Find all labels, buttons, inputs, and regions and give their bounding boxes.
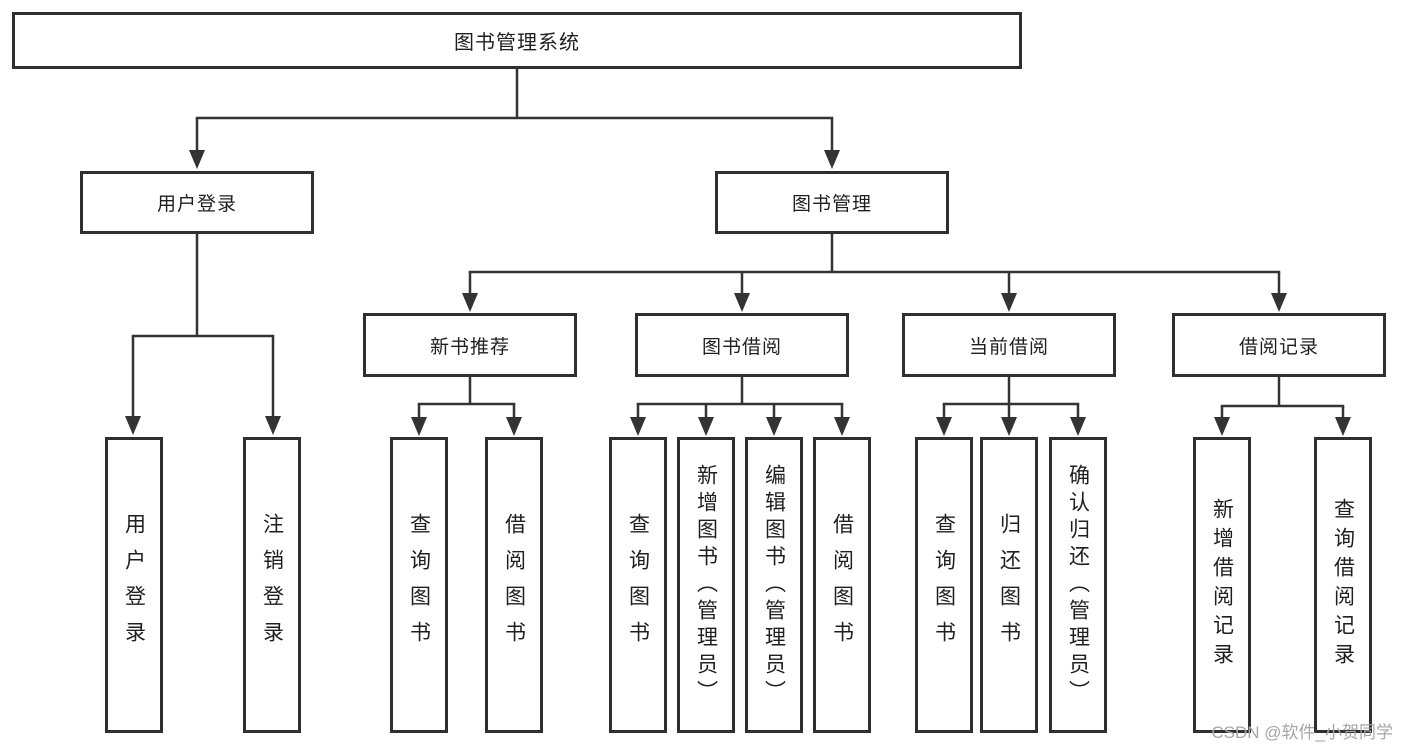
node-label: 新书推荐 (429, 336, 510, 358)
leaf-label: 注销登录 (260, 513, 284, 657)
node-label: 借阅记录 (1238, 336, 1319, 358)
node-book-borrowing: 图书借阅 (635, 313, 849, 377)
leaf-label: 查询图书 (407, 513, 431, 657)
csdn-watermark: CSDN @软件_小贺同学 (1211, 723, 1393, 742)
leaf-user-login: 用户登录 (105, 437, 163, 733)
leaf-label: 借阅图书 (830, 513, 854, 657)
node-current-borrowing: 当前借阅 (902, 313, 1116, 377)
node-user-login: 用户登录 (80, 171, 314, 234)
leaf-logout: 注销登录 (243, 437, 301, 733)
leaf-query-books-current: 查询图书 (915, 437, 973, 733)
node-label: 图书管理 (791, 194, 872, 215)
leaf-borrow-books: 借阅图书 (813, 437, 871, 733)
leaf-add-book-admin: 新增图书（管理员） (677, 437, 735, 733)
node-library-management-system: 图书管理系统 (12, 12, 1022, 69)
leaf-query-books-borrow: 查询图书 (609, 437, 667, 733)
leaf-query-borrow-record: 查询借阅记录 (1314, 437, 1372, 733)
leaf-label: 新增借阅记录 (1210, 498, 1234, 672)
node-borrowing-records: 借阅记录 (1172, 313, 1386, 377)
leaf-label: 查询图书 (626, 513, 650, 657)
leaf-label: 查询图书 (932, 513, 956, 657)
node-label: 图书借阅 (701, 336, 782, 358)
node-new-book-recommend: 新书推荐 (363, 313, 577, 377)
leaf-edit-book-admin: 编辑图书（管理员） (745, 437, 803, 733)
node-label: 用户登录 (156, 194, 237, 215)
leaf-confirm-return-admin: 确认归还（管理员） (1049, 437, 1107, 733)
node-book-management: 图书管理 (715, 171, 949, 234)
leaf-label: 查询借阅记录 (1331, 498, 1355, 672)
arrowheads (125, 150, 1351, 436)
leaf-label: 借阅图书 (502, 513, 526, 657)
leaf-label: 编辑图书（管理员） (762, 463, 786, 707)
leaf-add-borrow-record: 新增借阅记录 (1193, 437, 1251, 733)
leaf-label: 归还图书 (997, 513, 1021, 657)
leaf-borrow-books-recommend: 借阅图书 (485, 437, 543, 733)
leaf-query-books-recommend: 查询图书 (390, 437, 448, 733)
leaf-label: 新增图书（管理员） (694, 463, 718, 707)
leaf-return-books: 归还图书 (980, 437, 1038, 733)
node-label: 图书管理系统 (454, 32, 580, 54)
node-label: 当前借阅 (968, 336, 1049, 358)
leaf-label: 用户登录 (122, 513, 146, 657)
leaf-label: 确认归还（管理员） (1066, 463, 1090, 707)
